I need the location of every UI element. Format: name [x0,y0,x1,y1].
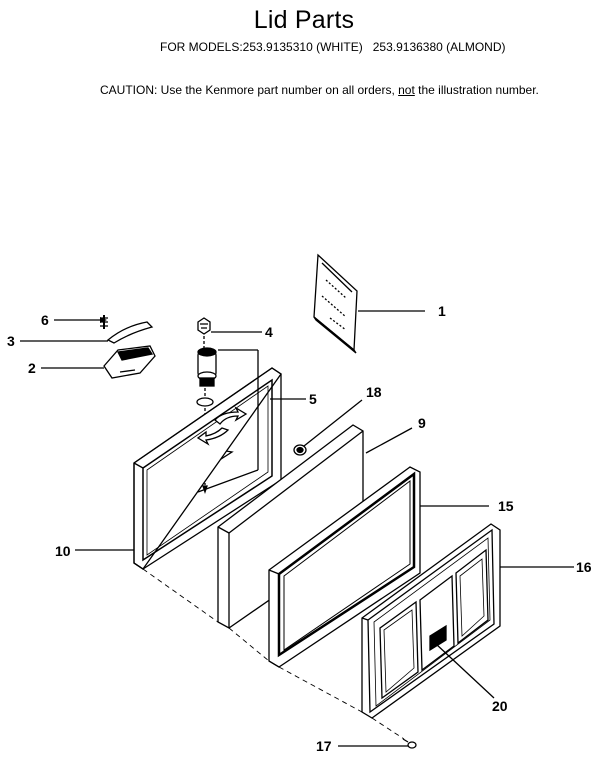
caution-emphasis: not [398,83,415,97]
callout-5: 5 [309,391,317,407]
part-17-screw [402,738,417,749]
caution-suffix: the illustration number. [414,83,539,97]
callout-1: 1 [438,303,446,319]
callout-15: 15 [498,498,514,514]
part-3-handle-cap [106,321,154,344]
callout-17: 17 [316,738,332,754]
part-20-label [429,624,447,652]
callout-2: 2 [28,360,36,376]
callout-10: 10 [55,543,71,559]
callout-3: 3 [7,333,15,349]
callout-6: 6 [41,312,49,328]
caution-note: CAUTION: Use the Kenmore part number on … [100,83,539,97]
part-1-manual [313,253,358,354]
callout-20: 20 [492,698,508,714]
models-line: FOR MODELS:253.9135310 (WHITE) 253.91363… [160,40,506,54]
callout-18: 18 [366,384,382,400]
part-10-lid-frame [133,367,282,570]
caution-prefix: CAUTION: Use the Kenmore part number on … [100,83,399,97]
part-15-gasket [268,466,421,668]
callout-4: 4 [265,324,273,340]
part-16-inner-panel [361,523,501,719]
page-title: Lid Parts [253,6,355,34]
callout-16: 16 [576,559,592,575]
part-2-handle [103,345,156,379]
callout-9: 9 [418,415,426,431]
part-18-grommet [293,444,307,456]
leader-lines [20,310,574,747]
arrow-head-6 [100,317,107,323]
alignment-lines [142,568,405,740]
